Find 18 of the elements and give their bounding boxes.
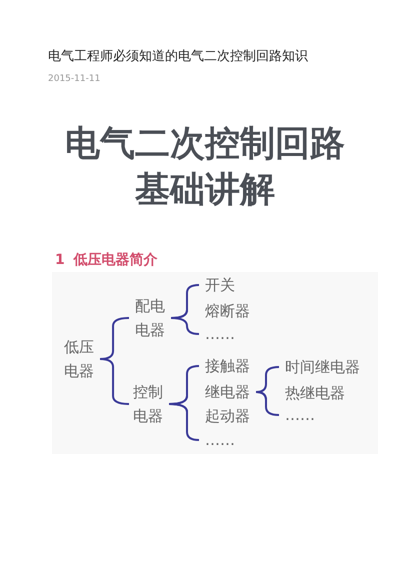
category-label: 起动器 bbox=[187, 404, 256, 428]
category-label: 低压电器 bbox=[58, 335, 100, 383]
category-label: 控制电器 bbox=[129, 380, 169, 428]
category-label: 接触器 bbox=[199, 354, 256, 378]
category-label: 继电器 bbox=[187, 380, 256, 404]
section-heading: 1 低压电器简介 bbox=[55, 251, 158, 269]
brace-line bbox=[256, 391, 280, 416]
publish-date: 2015-11-11 bbox=[48, 74, 100, 85]
category-label: …… bbox=[199, 428, 241, 452]
category-label: 配电电器 bbox=[129, 294, 171, 342]
banner-heading: 电气二次控制回路基础讲解 bbox=[65, 123, 345, 212]
category-label: …… bbox=[199, 322, 241, 346]
category-label: 开关 bbox=[199, 273, 241, 297]
category-label: 熔断器 bbox=[187, 299, 256, 323]
article-title: 电气工程师必须知道的电气二次控制回路知识 bbox=[48, 48, 308, 64]
category-label: …… bbox=[279, 403, 321, 427]
category-label: 热继电器 bbox=[266, 381, 351, 405]
category-label: 时间继电器 bbox=[279, 355, 366, 379]
